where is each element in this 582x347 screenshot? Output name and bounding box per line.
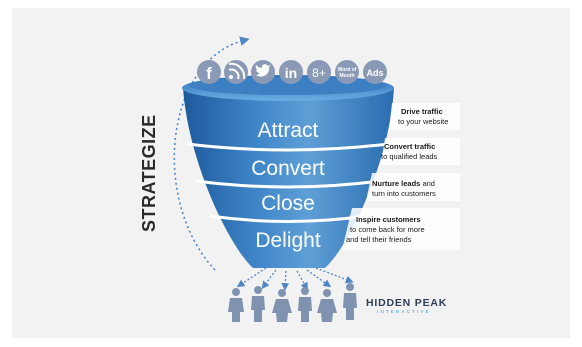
note-band-1 — [389, 103, 460, 130]
facebook-glyph: f — [206, 64, 212, 83]
note-attract-rest: to your website — [398, 117, 448, 126]
stage-label-delight: Delight — [255, 229, 321, 252]
stage-divider — [186, 142, 390, 152]
note-close-line1: Nurture leads and — [372, 179, 435, 188]
note-convert-bold: Convert traffic — [384, 142, 435, 151]
ads-glyph: Ads — [366, 68, 383, 78]
brand-subtitle: INTERACTIVE — [377, 309, 431, 314]
output-arrow — [281, 270, 290, 291]
google-plus-icon — [307, 60, 331, 84]
ads-icon — [363, 60, 387, 84]
person-icon — [343, 283, 357, 320]
person-icon — [298, 287, 312, 322]
rss-dot — [229, 75, 233, 79]
strategize-label: STRATEGIZE — [139, 114, 159, 232]
rss-arc — [228, 62, 246, 80]
output-arrow — [315, 267, 354, 284]
note-convert-rest: to qualified leads — [381, 152, 438, 161]
rss-arc — [228, 68, 240, 80]
social-icons: f in 8+ Word of Mouth Ads — [197, 60, 387, 84]
linkedin-icon — [279, 60, 303, 84]
brand-name: HIDDEN PEAK — [366, 297, 447, 309]
stage-label-convert: Convert — [251, 157, 325, 180]
note-attract-bold: Drive traffic — [401, 107, 443, 116]
facebook-icon — [197, 60, 221, 84]
person-icon — [251, 286, 265, 322]
stage-divider — [209, 214, 367, 223]
note-close-bold: Nurture leads — [372, 179, 420, 188]
note-close-line2: turn into customers — [372, 189, 436, 198]
word-of-mouth-line2: Mouth — [340, 73, 355, 79]
note-delight-rest: to come back for more — [350, 225, 425, 234]
word-of-mouth-line1: Word of — [338, 67, 357, 73]
note-close-rest: and — [420, 179, 435, 188]
output-arrow — [236, 267, 267, 288]
word-of-mouth-icon — [335, 60, 359, 84]
google-plus-glyph: 8+ — [312, 66, 326, 80]
note-band-4 — [342, 208, 460, 250]
stage-divider — [195, 179, 381, 189]
linkedin-glyph: in — [285, 65, 297, 81]
output-arrows — [236, 267, 354, 291]
person-icon — [272, 289, 292, 322]
note-delight-bold: Inspire customers — [356, 215, 421, 224]
brand-logo: HIDDEN PEAK INTERACTIVE — [366, 297, 447, 314]
twitter-bird — [255, 64, 271, 77]
people-group — [228, 283, 357, 322]
note-band-3 — [366, 173, 460, 201]
stage-label-close: Close — [261, 192, 315, 215]
note-delight-line3: and tell their friends — [346, 235, 412, 244]
person-icon — [317, 289, 337, 322]
person-icon — [228, 288, 244, 322]
note-band-2 — [381, 138, 460, 165]
funnel-body — [183, 88, 394, 268]
output-arrow — [306, 269, 332, 288]
stage-label-attract: Attract — [258, 119, 319, 142]
output-arrow — [296, 270, 308, 291]
output-arrow — [261, 269, 277, 290]
